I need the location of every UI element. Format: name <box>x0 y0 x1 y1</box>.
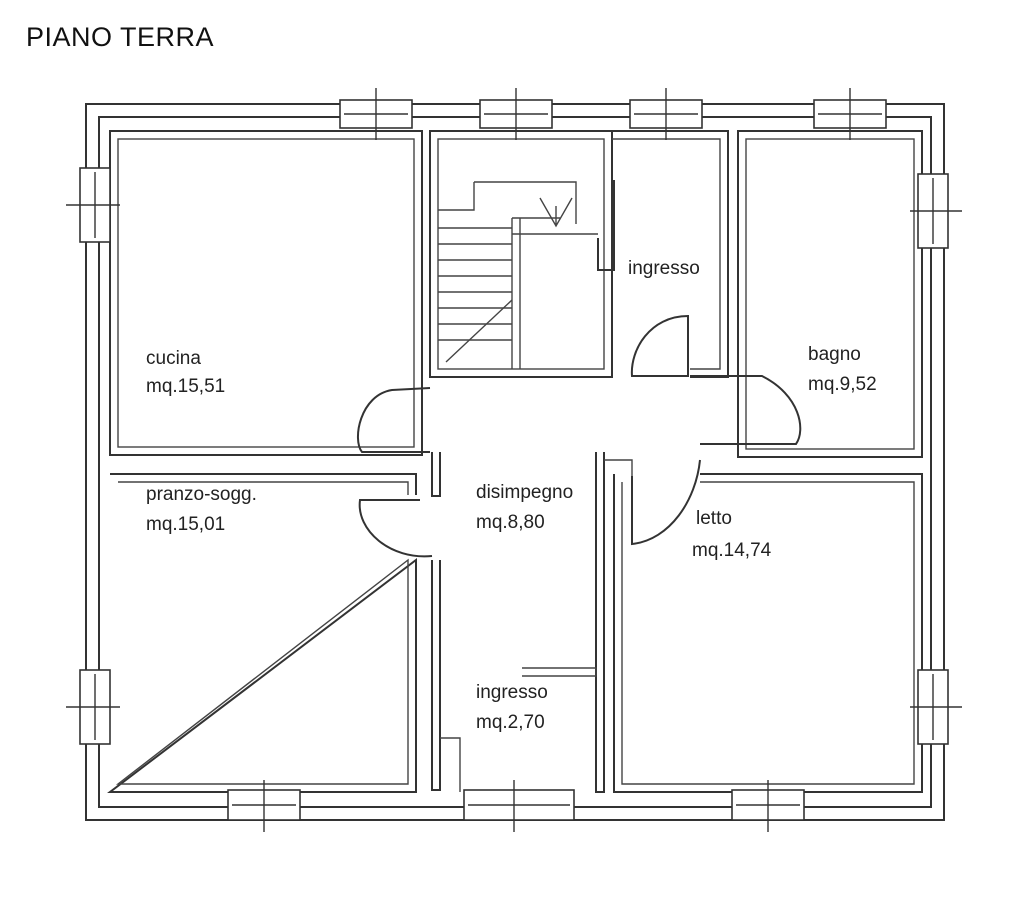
window-bottom-3 <box>731 780 805 832</box>
ingresso-bottom-area-label: mq.2,70 <box>476 712 545 733</box>
corridor-walls <box>431 452 633 793</box>
disimpegno-area-label: mq.8,80 <box>476 512 545 533</box>
window-top-1 <box>339 88 413 140</box>
window-left-2 <box>66 669 120 745</box>
window-right-2 <box>910 669 962 745</box>
ingresso-top-name-label: ingresso <box>628 258 700 279</box>
window-bottom-1 <box>227 780 301 832</box>
staircase <box>438 181 598 369</box>
cucina-name-label: cucina <box>146 348 201 369</box>
bagno-area-label: mq.9,52 <box>808 374 877 395</box>
cucina-area-label: mq.15,51 <box>146 376 225 397</box>
room-cucina-walls <box>109 130 423 456</box>
room-pranzo-walls <box>107 473 417 793</box>
pranzo-name-label: pranzo-sogg. <box>146 484 257 505</box>
windows <box>66 88 962 832</box>
window-top-3 <box>629 88 703 140</box>
letto-area-label: mq.14,74 <box>692 540 772 561</box>
bagno-name-label: bagno <box>808 344 861 365</box>
window-top-2 <box>479 88 553 140</box>
window-right-1 <box>910 173 962 249</box>
floor-title: PIANO TERRA <box>26 22 215 52</box>
window-top-4 <box>813 88 887 140</box>
disimpegno-name-label: disimpegno <box>476 482 573 503</box>
doors <box>357 314 802 558</box>
window-bottom-2 <box>463 780 575 832</box>
letto-name-label: letto <box>696 508 732 529</box>
room-bagno-walls <box>737 130 923 458</box>
window-left-1 <box>66 167 120 243</box>
pranzo-area-label: mq.15,01 <box>146 514 225 535</box>
ingresso-bottom-name-label: ingresso <box>476 682 548 703</box>
room-letto-walls <box>613 473 923 793</box>
